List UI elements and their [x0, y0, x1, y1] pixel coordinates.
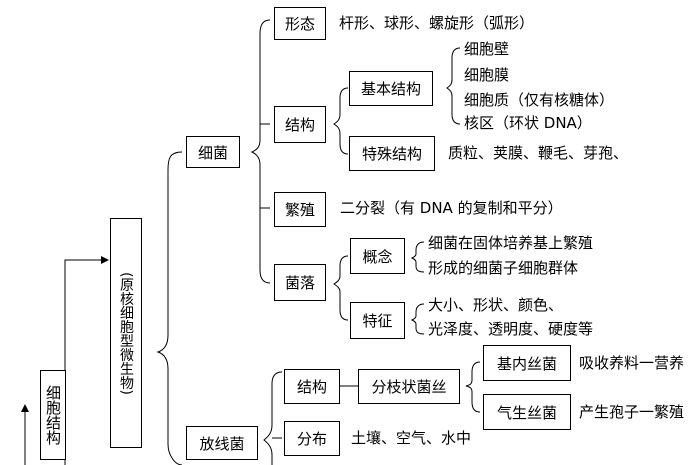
branched-hyphae-label: 分枝状菌丝 [371, 378, 447, 396]
substrate-hyphae-node: 基内丝菌 [483, 345, 571, 381]
brace-colony [333, 255, 349, 321]
cell-structure-box: 细胞结构 [40, 370, 66, 460]
prokaryote-label: (原核细胞型微生物) [118, 271, 134, 395]
cell-wall-text: 细胞壁 [464, 40, 510, 58]
special-structure-label: 特殊结构 [361, 145, 422, 163]
basic-structure-node: 基本结构 [349, 71, 433, 106]
colony-node: 菌落 [274, 264, 326, 301]
arrow-right [64, 256, 109, 465]
substrate-detail: 吸收养料一营养 [579, 354, 685, 372]
brace-feature [410, 303, 425, 335]
feature-line2: 光泽度、透明度、硬度等 [428, 320, 594, 338]
brace-bacteria [250, 19, 271, 284]
distribution-detail: 土壤、空气、水中 [351, 429, 472, 447]
reproduction-detail: 二分裂（有 DNA 的复制和平分） [340, 199, 563, 217]
brace-basic [446, 47, 461, 125]
brace-hyphae [465, 361, 481, 413]
reproduction-node: 繁殖 [274, 192, 326, 227]
brace-concept [410, 241, 425, 273]
act-structure-label: 结构 [296, 378, 327, 396]
aerial-hyphae-node: 气生丝菌 [483, 394, 571, 430]
distribution-label: 分布 [296, 430, 327, 448]
basic-structure-label: 基本结构 [360, 80, 421, 98]
structure-node: 结构 [274, 106, 326, 143]
special-detail: 质粒、荚膜、鞭毛、芽孢、 [448, 144, 629, 162]
feature-label: 特征 [362, 312, 393, 330]
actinomycetes-label: 放线菌 [199, 434, 245, 453]
concept-line1: 细菌在固体培养基上繁殖 [428, 234, 594, 252]
cytoplasm-text: 细胞质（仅有核糖体） [464, 91, 615, 109]
aerial-hyphae-label: 气生丝菌 [496, 403, 557, 422]
bacteria-node: 细菌 [186, 136, 240, 168]
morphology-detail: 杆形、球形、螺旋形（弧形） [339, 14, 535, 32]
actinomycetes-node: 放线菌 [186, 426, 258, 460]
cell-membrane-text: 细胞膜 [464, 66, 510, 84]
nucleoid-text: 核区（环状 DNA） [464, 114, 592, 132]
substrate-hyphae-label: 基内丝菌 [496, 354, 557, 373]
act-structure-node: 结构 [284, 369, 340, 404]
bacteria-label: 细菌 [197, 143, 228, 162]
cell-structure-label: 细胞结构 [44, 385, 62, 445]
brace-structure [333, 87, 349, 155]
distribution-node: 分布 [284, 421, 340, 456]
reproduction-label: 繁殖 [284, 201, 315, 219]
concept-label: 概念 [362, 247, 393, 266]
morphology-label: 形态 [284, 15, 315, 33]
brace-main [156, 151, 183, 465]
structure-label: 结构 [284, 116, 315, 134]
concept-node: 概念 [350, 238, 405, 274]
aerial-detail: 产生孢子一繁殖 [579, 403, 685, 421]
feature-node: 特征 [350, 302, 405, 339]
brace-actino [263, 371, 283, 465]
colony-label: 菌落 [284, 274, 315, 292]
special-structure-node: 特殊结构 [349, 136, 435, 171]
prokaryote-box: (原核细胞型微生物) [110, 218, 142, 448]
morphology-node: 形态 [274, 7, 326, 40]
concept-line2: 形成的细菌子细胞群体 [428, 259, 579, 277]
feature-line1: 大小、形状、颜色、 [428, 296, 564, 314]
branched-hyphae-node: 分枝状菌丝 [358, 369, 460, 404]
